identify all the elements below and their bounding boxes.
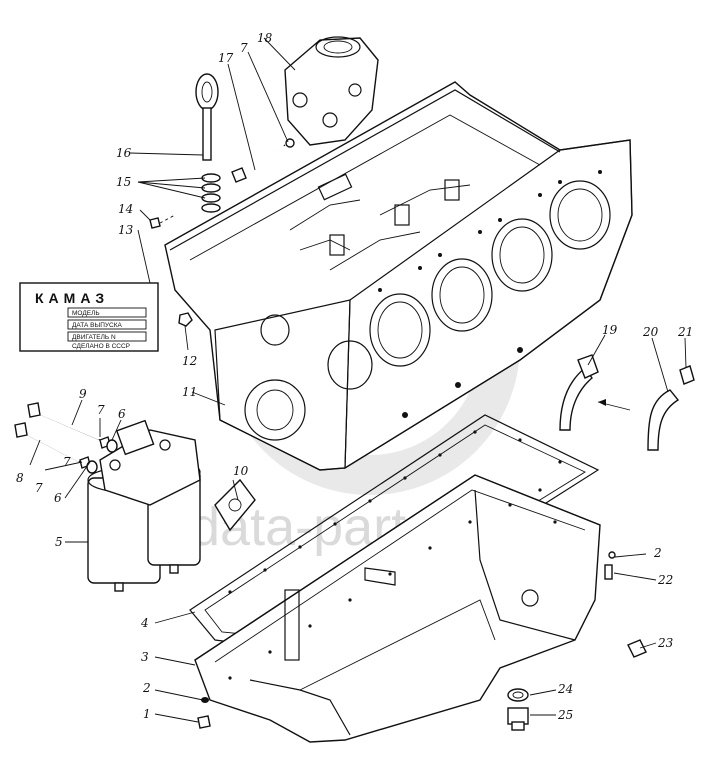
bolt-14 bbox=[149, 214, 176, 229]
callout-label: 23 bbox=[657, 636, 674, 650]
filter-gasket bbox=[214, 478, 256, 532]
bolt-17 bbox=[231, 138, 295, 183]
thermostat-housing bbox=[284, 36, 379, 146]
oil-filter bbox=[87, 419, 201, 592]
nameplate-row: СДЕЛАНО В СССР bbox=[72, 343, 130, 350]
callout-label: 4 bbox=[140, 616, 149, 630]
callout-label: 7 bbox=[35, 481, 43, 495]
callout-label: 24 bbox=[557, 682, 573, 696]
callout-label: 11 bbox=[182, 385, 197, 399]
bolt-22 bbox=[604, 551, 616, 580]
callout-numbers: 1 2 3 4 5 6 7 8 9 7 6 7 10 11 12 13 14 1… bbox=[16, 31, 693, 722]
callout-label: 7 bbox=[240, 41, 248, 55]
fitting-21 bbox=[679, 365, 695, 385]
callout-label: 14 bbox=[118, 202, 133, 216]
cylinder-bores bbox=[369, 180, 611, 367]
spring-washers bbox=[201, 173, 221, 213]
callout-label: 17 bbox=[218, 51, 234, 65]
callout-label: 2 bbox=[653, 546, 662, 560]
oil-pan bbox=[194, 474, 601, 743]
lifting-eye bbox=[195, 73, 219, 161]
callout-label: 1 bbox=[143, 707, 151, 721]
nameplate-title: КАМАЗ bbox=[35, 290, 109, 306]
callout-label: 6 bbox=[54, 491, 62, 505]
breather-hose-19 bbox=[559, 354, 599, 431]
callout-label: 15 bbox=[116, 175, 131, 189]
callout-label: 9 bbox=[79, 387, 87, 401]
washer-2 bbox=[201, 697, 209, 703]
nut-12 bbox=[178, 312, 193, 327]
callout-label: 5 bbox=[55, 535, 63, 549]
callout-label: 7 bbox=[63, 455, 71, 469]
callout-label: 6 bbox=[118, 407, 126, 421]
callout-label: 21 bbox=[677, 325, 693, 339]
callout-label: 19 bbox=[602, 323, 618, 337]
breather-hose-20 bbox=[647, 389, 680, 451]
cylinder-block bbox=[164, 81, 633, 471]
callout-label: 8 bbox=[16, 471, 24, 485]
callout-label: 10 bbox=[233, 464, 249, 478]
callout-label: 25 bbox=[557, 708, 573, 722]
nameplate: КАМАЗ МОДЕЛЬ ДАТА ВЫПУСКА ДВИГАТЕЛЬ N СД… bbox=[19, 282, 159, 352]
callout-label: 12 bbox=[182, 354, 197, 368]
leader-lines bbox=[29, 37, 687, 723]
nut-1 bbox=[197, 715, 211, 729]
plug-23 bbox=[627, 639, 647, 658]
callout-label: 7 bbox=[97, 403, 105, 417]
callout-label: 13 bbox=[118, 223, 134, 237]
seal-ring-24 bbox=[507, 688, 529, 702]
callout-label: 2 bbox=[142, 681, 151, 695]
callout-label: 3 bbox=[141, 650, 149, 664]
assembly-arrow-head bbox=[598, 399, 606, 406]
callout-label: 20 bbox=[642, 325, 659, 339]
callout-label: 22 bbox=[657, 573, 673, 587]
nameplate-row: ДАТА ВЫПУСКА bbox=[72, 322, 122, 329]
nameplate-row: ДВИГАТЕЛЬ N bbox=[72, 334, 116, 341]
callout-label: 18 bbox=[257, 31, 273, 45]
nameplate-row: МОДЕЛЬ bbox=[72, 310, 100, 317]
drain-plug-25 bbox=[507, 707, 529, 731]
callout-label: 16 bbox=[116, 146, 132, 160]
